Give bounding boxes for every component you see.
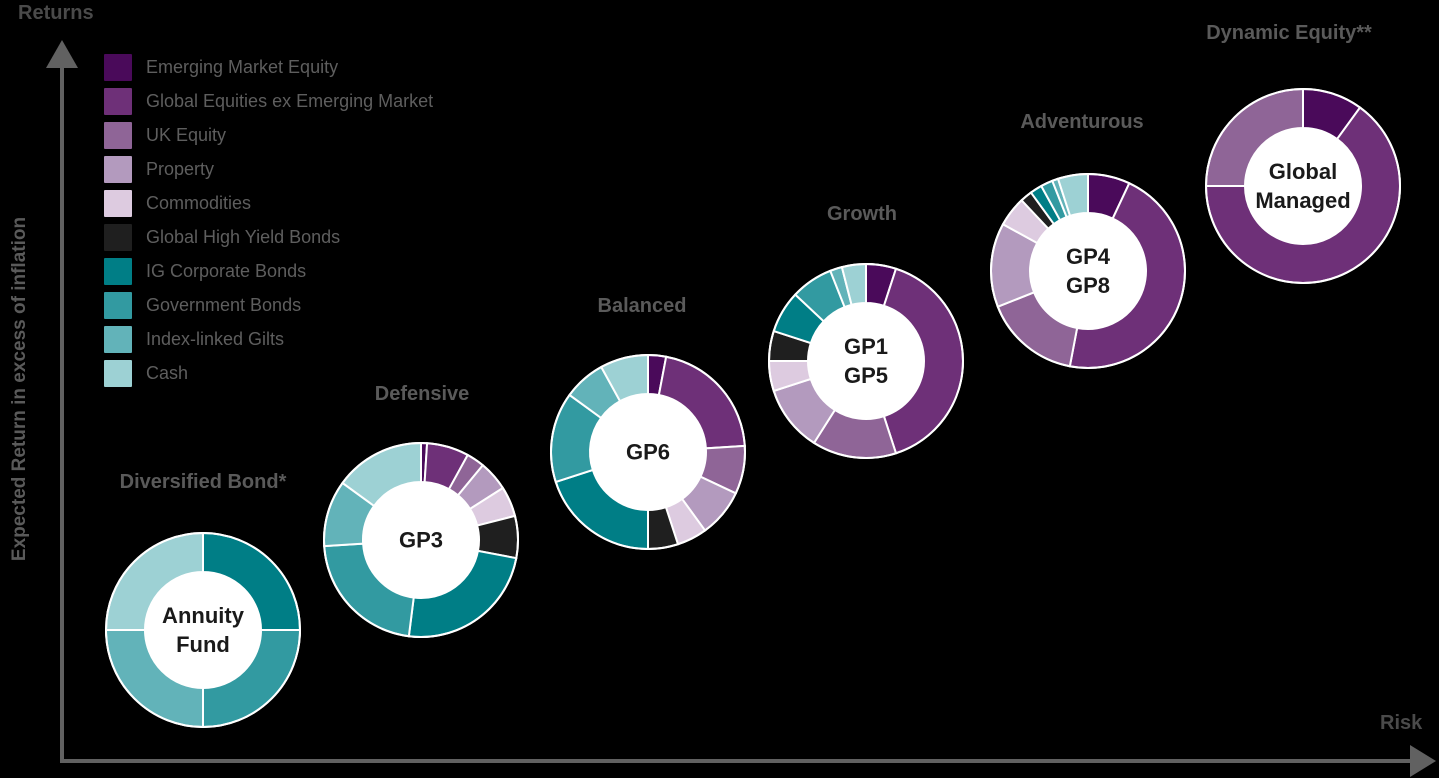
- legend-label: Property: [146, 158, 215, 179]
- returns-axis-label: Returns: [18, 2, 94, 24]
- legend-item: Global Equities ex Emerging Market: [104, 84, 433, 118]
- y-axis: [46, 40, 78, 762]
- legend-swatch: [104, 53, 132, 81]
- donut-chart: [767, 262, 964, 459]
- donut-chart: [550, 353, 746, 551]
- donut-chart: [323, 441, 519, 638]
- portfolio-category-title: Balanced: [597, 295, 687, 317]
- portfolio-center-label: GP3: [398, 527, 444, 553]
- x-axis: [60, 745, 1436, 777]
- portfolio-center-label: GP6: [625, 439, 671, 465]
- legend-label: Global Equities ex Emerging Market: [146, 90, 434, 111]
- donut-hole: [363, 482, 479, 598]
- legend-swatch: [104, 87, 132, 115]
- donut-hole: [808, 303, 924, 419]
- portfolio-category-title: Defensive: [374, 383, 470, 405]
- portfolio-category-title: Adventurous: [1020, 111, 1144, 133]
- legend-label: Index-linked Gilts: [146, 328, 285, 349]
- donut-chart: [990, 172, 1186, 369]
- legend-label: UK Equity: [146, 124, 227, 145]
- legend-swatch: [104, 291, 132, 319]
- legend-label: Commodities: [146, 192, 252, 213]
- y-axis-title: Expected Return in excess of inflation: [9, 216, 30, 562]
- legend-label: Global High Yield Bonds: [146, 226, 341, 247]
- legend-item: Global High Yield Bonds: [104, 220, 433, 254]
- legend: Emerging Market Equity Global Equities e…: [104, 50, 433, 390]
- risk-axis-label: Risk: [1380, 712, 1423, 734]
- donut-hole: [145, 572, 261, 688]
- donut-hole: [590, 394, 706, 510]
- legend-item: Government Bonds: [104, 288, 433, 322]
- legend-swatch: [104, 257, 132, 285]
- legend-swatch: [104, 121, 132, 149]
- legend-item: Commodities: [104, 186, 433, 220]
- donut-hole: [1030, 213, 1146, 329]
- legend-item: IG Corporate Bonds: [104, 254, 433, 288]
- legend-item: Index-linked Gilts: [104, 322, 433, 356]
- legend-swatch: [104, 359, 132, 387]
- y-axis-arrow-icon: [46, 40, 78, 68]
- legend-swatch: [104, 325, 132, 353]
- legend-swatch: [104, 155, 132, 183]
- legend-item: Cash: [104, 356, 433, 390]
- portfolio-category-title: Dynamic Equity**: [1206, 22, 1372, 44]
- legend-swatch: [104, 223, 132, 251]
- portfolio-category-title: Diversified Bond*: [119, 471, 287, 493]
- legend-label: Government Bonds: [146, 294, 302, 315]
- donut-charts: [104, 87, 1401, 729]
- legend-label: Cash: [146, 362, 189, 383]
- legend-item: Property: [104, 152, 433, 186]
- legend-item: UK Equity: [104, 118, 433, 152]
- donut-chart: [1204, 87, 1401, 284]
- legend-swatch: [104, 189, 132, 217]
- legend-item: Emerging Market Equity: [104, 50, 433, 84]
- donut-hole: [1245, 128, 1361, 244]
- portfolio-category-title: Growth: [827, 203, 897, 225]
- legend-label: Emerging Market Equity: [146, 56, 339, 77]
- legend-label: IG Corporate Bonds: [146, 260, 307, 281]
- x-axis-arrow-icon: [1410, 745, 1436, 777]
- donut-chart: [104, 531, 302, 729]
